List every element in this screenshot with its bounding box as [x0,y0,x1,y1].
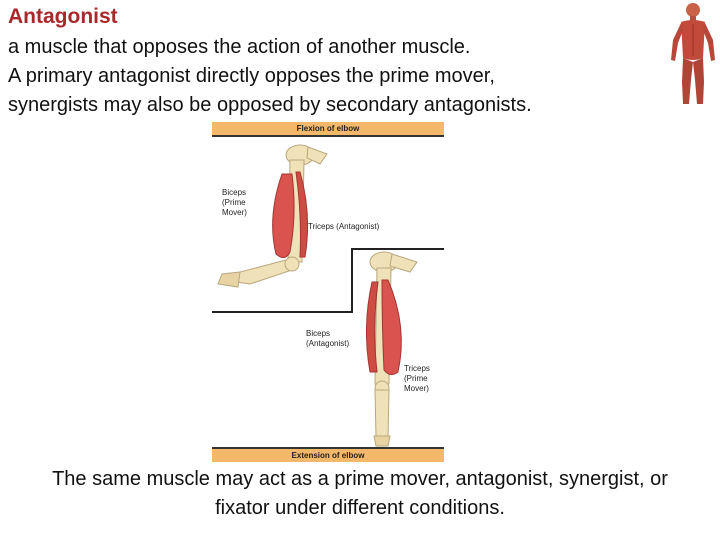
flexion-triceps-label: Triceps (Antagonist) [308,222,380,231]
human-muscle-figure-icon [671,3,715,104]
definition-line-2: A primary antagonist directly opposes th… [8,65,495,87]
extension-bar: Extension of elbow [212,447,444,462]
elbow-figure: Flexion of elbow Biceps (Prime Mover) Tr… [212,122,444,468]
flexion-bar: Flexion of elbow [212,122,444,137]
definition-line-3: synergists may also be opposed by second… [8,94,532,116]
slide-title: Antagonist [8,5,118,28]
definition-line-1: a muscle that opposes the action of anot… [8,36,471,58]
caption-line-1: The same muscle may act as a prime mover… [52,468,668,490]
extension-triceps-label: Triceps (Prime Mover) [404,364,430,393]
caption-line-2: fixator under different conditions. [215,497,505,519]
flexion-arm-illustration [212,144,444,447]
flexion-biceps-label: Biceps (Prime Mover) [222,188,247,217]
extension-biceps-label: Biceps (Antagonist) [306,329,350,348]
